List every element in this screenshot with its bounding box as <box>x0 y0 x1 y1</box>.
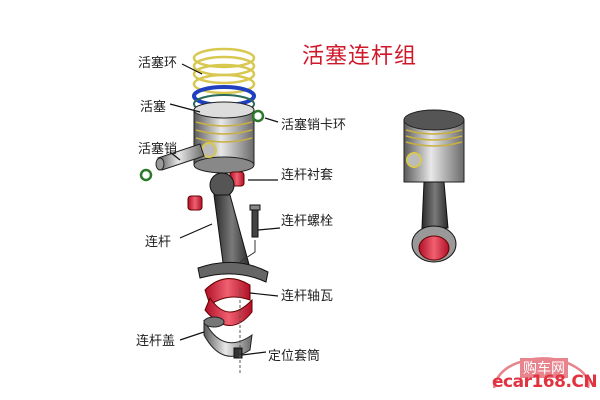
bolt-guide-line <box>239 240 256 263</box>
label-piston-ring: 活塞环 <box>138 56 178 71</box>
piston-rings <box>192 47 256 114</box>
watermark-cn: 购车网 <box>520 358 568 378</box>
assembled-piston-rod <box>403 109 465 263</box>
label-rod-cap: 连杆盖 <box>136 334 176 349</box>
label-rod-bolt: 连杆螺栓 <box>281 214 334 229</box>
piston-pin <box>155 143 205 171</box>
watermark-logo: 购车网 ecar168.CN <box>488 352 598 396</box>
connecting-rod <box>197 172 269 283</box>
piston <box>193 101 255 174</box>
label-connecting-rod: 连杆 <box>145 235 172 250</box>
label-rod-bushing: 连杆衬套 <box>281 168 334 183</box>
label-locating-sleeve: 定位套筒 <box>268 349 321 364</box>
label-rod-bearing: 连杆轴瓦 <box>281 289 334 304</box>
label-piston: 活塞 <box>140 100 167 115</box>
rod-bolt <box>249 204 261 238</box>
label-piston-pin: 活塞销 <box>138 142 178 157</box>
diagram-title: 活塞连杆组 <box>302 44 418 69</box>
label-pin-circlip: 活塞销卡环 <box>281 118 347 133</box>
watermark-en: ecar168.CN <box>492 372 598 392</box>
pin-circlip <box>139 109 265 182</box>
leader-lines <box>169 63 281 356</box>
locating-sleeve <box>233 347 243 359</box>
